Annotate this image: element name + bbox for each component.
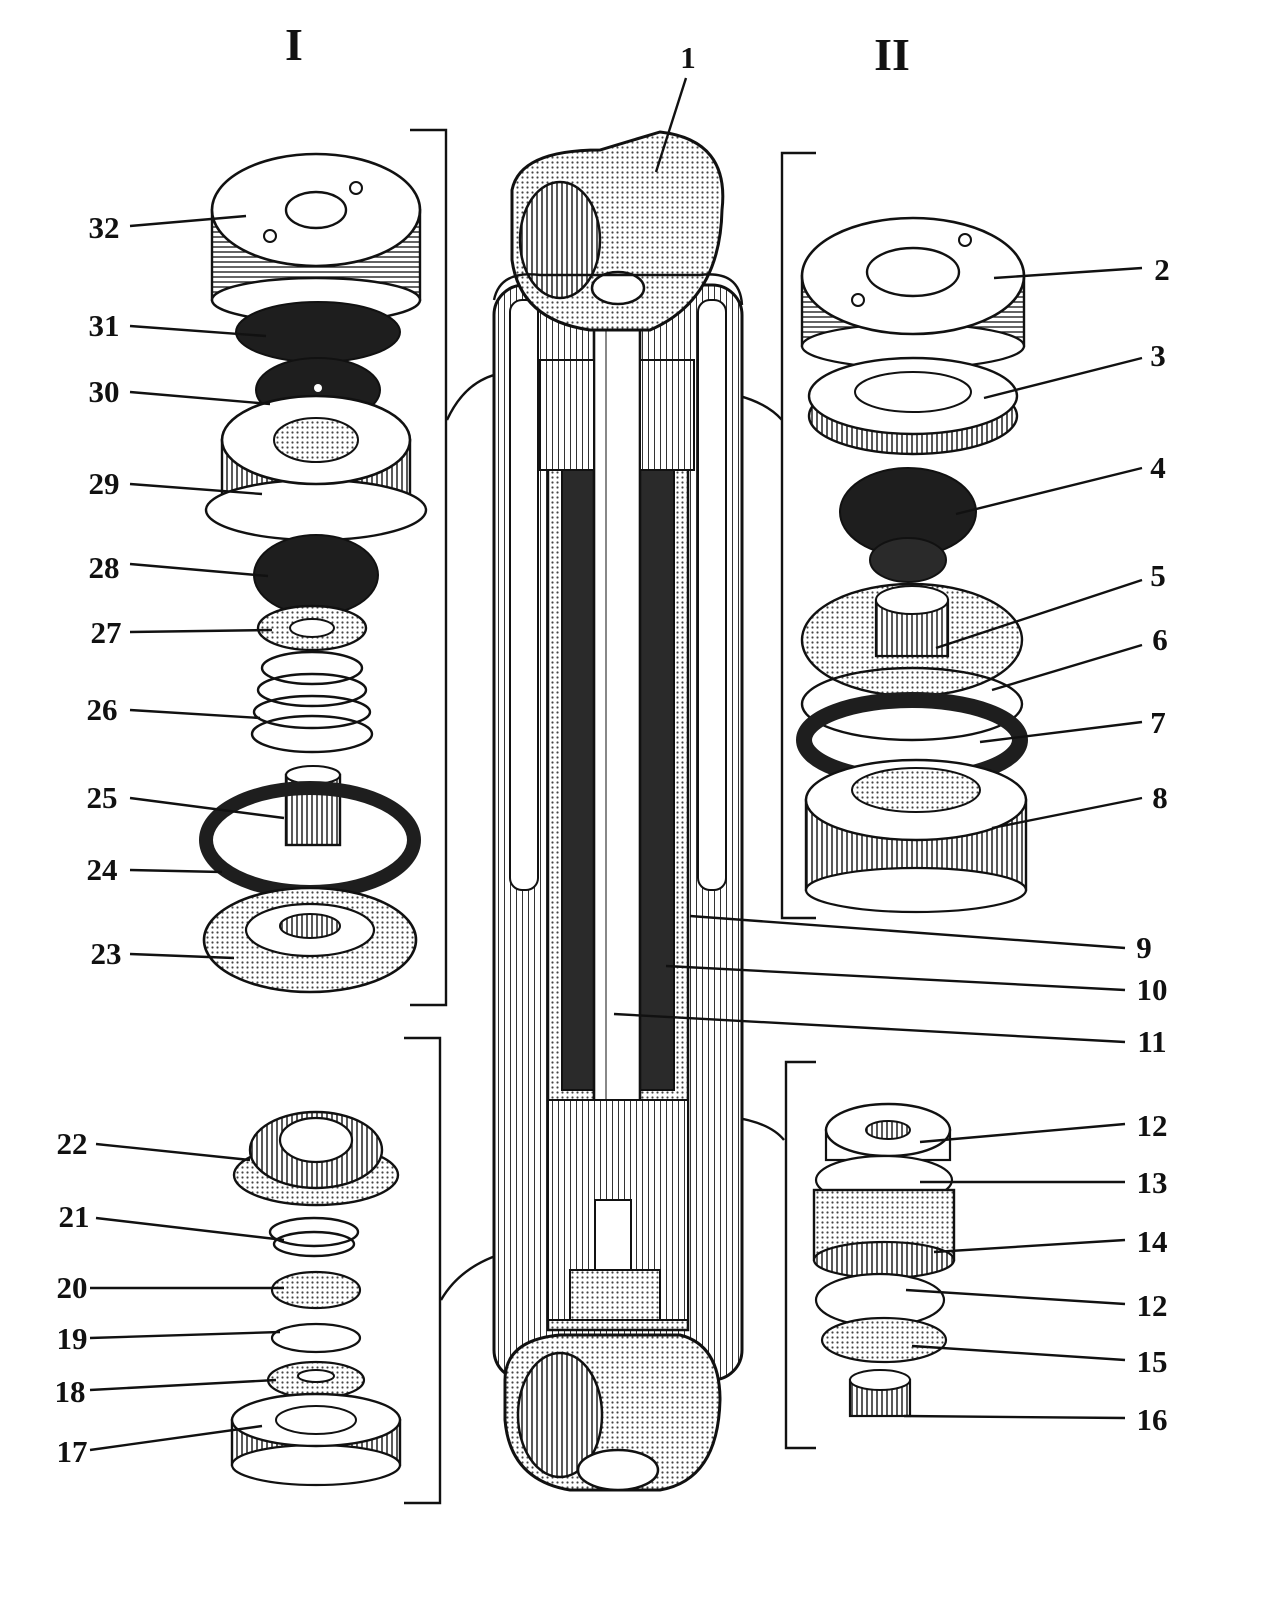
leader-32 (129, 214, 247, 228)
part-17-valve-seat (230, 1392, 402, 1487)
callout-numbers: 1 2 3 4 5 6 7 8 9 10 11 12 13 14 12 15 1… (55, 40, 1170, 1469)
part-22-valve-body (232, 1110, 400, 1207)
leader-6 (991, 643, 1143, 692)
part-26-spring (250, 650, 374, 754)
leader-14 (933, 1238, 1126, 1254)
leader-24 (129, 868, 223, 874)
part-5-bushing (800, 582, 1024, 698)
part-3-washer (807, 356, 1019, 456)
part-18-disc (266, 1360, 366, 1400)
callout-7: 7 (1150, 705, 1166, 740)
callout-30: 30 (89, 374, 120, 409)
callout-31: 31 (89, 308, 120, 343)
leader-29 (129, 482, 263, 496)
leader-31 (129, 324, 267, 338)
callout-11: 11 (1137, 1024, 1166, 1059)
callout-12a: 12 (1137, 1108, 1168, 1143)
callout-3: 3 (1150, 338, 1166, 373)
leader-21 (95, 1216, 285, 1242)
callout-15: 15 (1137, 1344, 1168, 1379)
part-20-disc (270, 1270, 362, 1310)
section-bracket-I-bottom (404, 1036, 442, 1505)
callout-13: 13 (1137, 1165, 1168, 1200)
part-16-nut (848, 1369, 912, 1418)
callout-27: 27 (91, 615, 122, 650)
part-15-washer (820, 1316, 948, 1364)
callout-9: 9 (1136, 930, 1152, 965)
leader-30 (129, 390, 271, 406)
leader-10 (665, 964, 1126, 992)
leader-27 (129, 628, 273, 634)
callout-1: 1 (680, 40, 696, 75)
part-25-bushing (284, 765, 342, 847)
leader-12b (905, 1288, 1126, 1306)
part-31-seal (235, 301, 401, 363)
leader-2 (993, 266, 1143, 280)
callout-14: 14 (1137, 1224, 1168, 1259)
callout-23: 23 (91, 936, 122, 971)
leader-18 (89, 1378, 277, 1392)
part-27-washer (256, 604, 368, 652)
part-29-guide (204, 394, 428, 542)
callout-29: 29 (89, 466, 120, 501)
section-bracket-II-top (780, 151, 816, 920)
callout-20: 20 (57, 1270, 88, 1305)
part-19-disc (270, 1322, 362, 1354)
part-32-nut (210, 152, 422, 324)
callout-22: 22 (57, 1126, 88, 1161)
callout-2: 2 (1154, 252, 1170, 287)
callout-18: 18 (55, 1374, 86, 1409)
callout-12b: 12 (1137, 1288, 1168, 1323)
leader-11 (613, 1012, 1126, 1044)
section-label-II: II (874, 29, 910, 80)
piston-rod (592, 298, 642, 1152)
part-23-seat (202, 886, 418, 994)
leader-15 (911, 1344, 1126, 1362)
leader-lines (89, 77, 1143, 1452)
callout-6: 6 (1152, 622, 1168, 657)
leader-16 (903, 1414, 1126, 1420)
leader-25 (129, 796, 285, 820)
leader-23 (129, 952, 235, 960)
leader-12a (919, 1122, 1126, 1144)
leader-28 (129, 562, 269, 578)
part-4-seal (839, 467, 977, 583)
leader-26 (129, 708, 261, 720)
shock-absorber-assembly (492, 130, 744, 1492)
callout-21: 21 (59, 1199, 90, 1234)
leader-22 (95, 1142, 251, 1162)
part-21-spring (268, 1216, 360, 1258)
callout-32: 32 (89, 210, 120, 245)
callout-26: 26 (87, 692, 118, 727)
part-12-upper-disc (824, 1102, 952, 1162)
section-bracket-II-bottom (784, 1060, 816, 1450)
callout-19: 19 (57, 1321, 88, 1356)
callout-28: 28 (89, 550, 120, 585)
section-bracket-I-top (410, 128, 448, 1007)
leader-5 (935, 578, 1143, 650)
part-2-nut (800, 216, 1026, 370)
callout-17: 17 (57, 1434, 88, 1469)
callout-4: 4 (1150, 450, 1166, 485)
callout-10: 10 (1137, 972, 1168, 1007)
part-8-guide (804, 758, 1028, 914)
leader-8 (991, 796, 1143, 830)
callout-24: 24 (87, 852, 118, 887)
section-label-I: I (285, 19, 303, 70)
leader-4 (955, 466, 1143, 516)
leader-17 (89, 1424, 263, 1452)
part-14-piston (812, 1188, 956, 1280)
callout-8: 8 (1152, 780, 1168, 815)
leader-9 (689, 914, 1126, 950)
callout-16: 16 (1137, 1402, 1168, 1437)
part-6-ring (800, 666, 1024, 742)
part-28-seal (253, 534, 379, 616)
leader-7 (979, 720, 1143, 744)
leader-1 (654, 77, 688, 173)
callout-25: 25 (87, 780, 118, 815)
leader-19 (89, 1330, 281, 1340)
callout-5: 5 (1150, 558, 1166, 593)
leader-3 (983, 356, 1143, 400)
